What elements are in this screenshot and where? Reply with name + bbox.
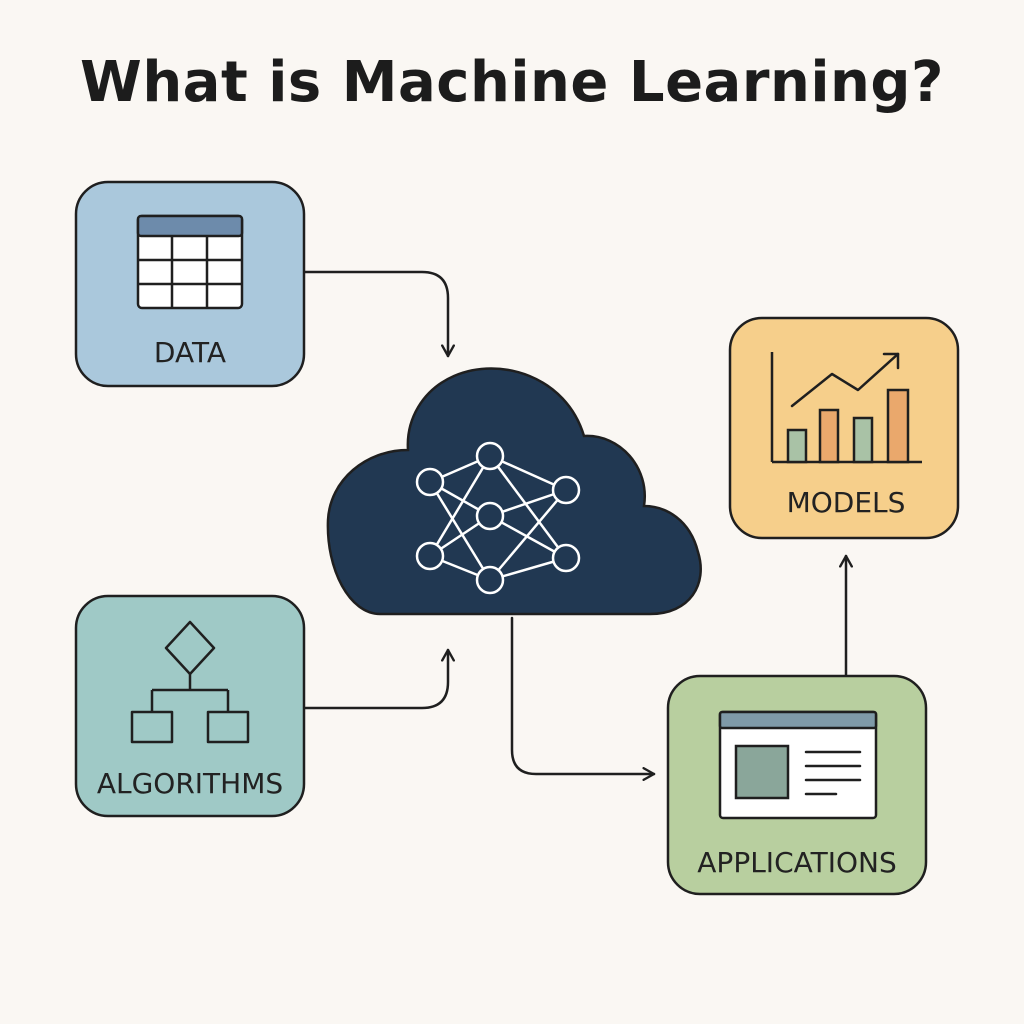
data-node: DATA — [74, 180, 306, 388]
flowchart-icon — [130, 620, 250, 744]
arrow-algorithms-to-core — [303, 648, 455, 710]
table-icon — [136, 214, 244, 310]
arrow-data-to-core — [303, 270, 455, 358]
models-label: MODELS — [787, 486, 906, 519]
algorithms-label: ALGORITHMS — [97, 767, 283, 800]
models-box — [728, 316, 960, 540]
page-title: What is Machine Learning? — [80, 50, 944, 115]
connectors — [303, 270, 853, 781]
models-node: MODELS — [728, 316, 960, 540]
algorithms-box — [74, 594, 306, 818]
bar-chart-icon — [770, 352, 922, 464]
applications-label: APPLICATIONS — [697, 846, 896, 879]
data-label: DATA — [154, 336, 226, 369]
arrow-core-to-applications — [510, 616, 656, 781]
neural-network-icon — [415, 441, 581, 595]
core-node — [326, 367, 702, 616]
cloud-shape — [326, 367, 702, 616]
algorithms-node: ALGORITHMS — [74, 594, 306, 818]
applications-node: APPLICATIONS — [666, 674, 928, 896]
browser-window-icon — [718, 710, 878, 820]
